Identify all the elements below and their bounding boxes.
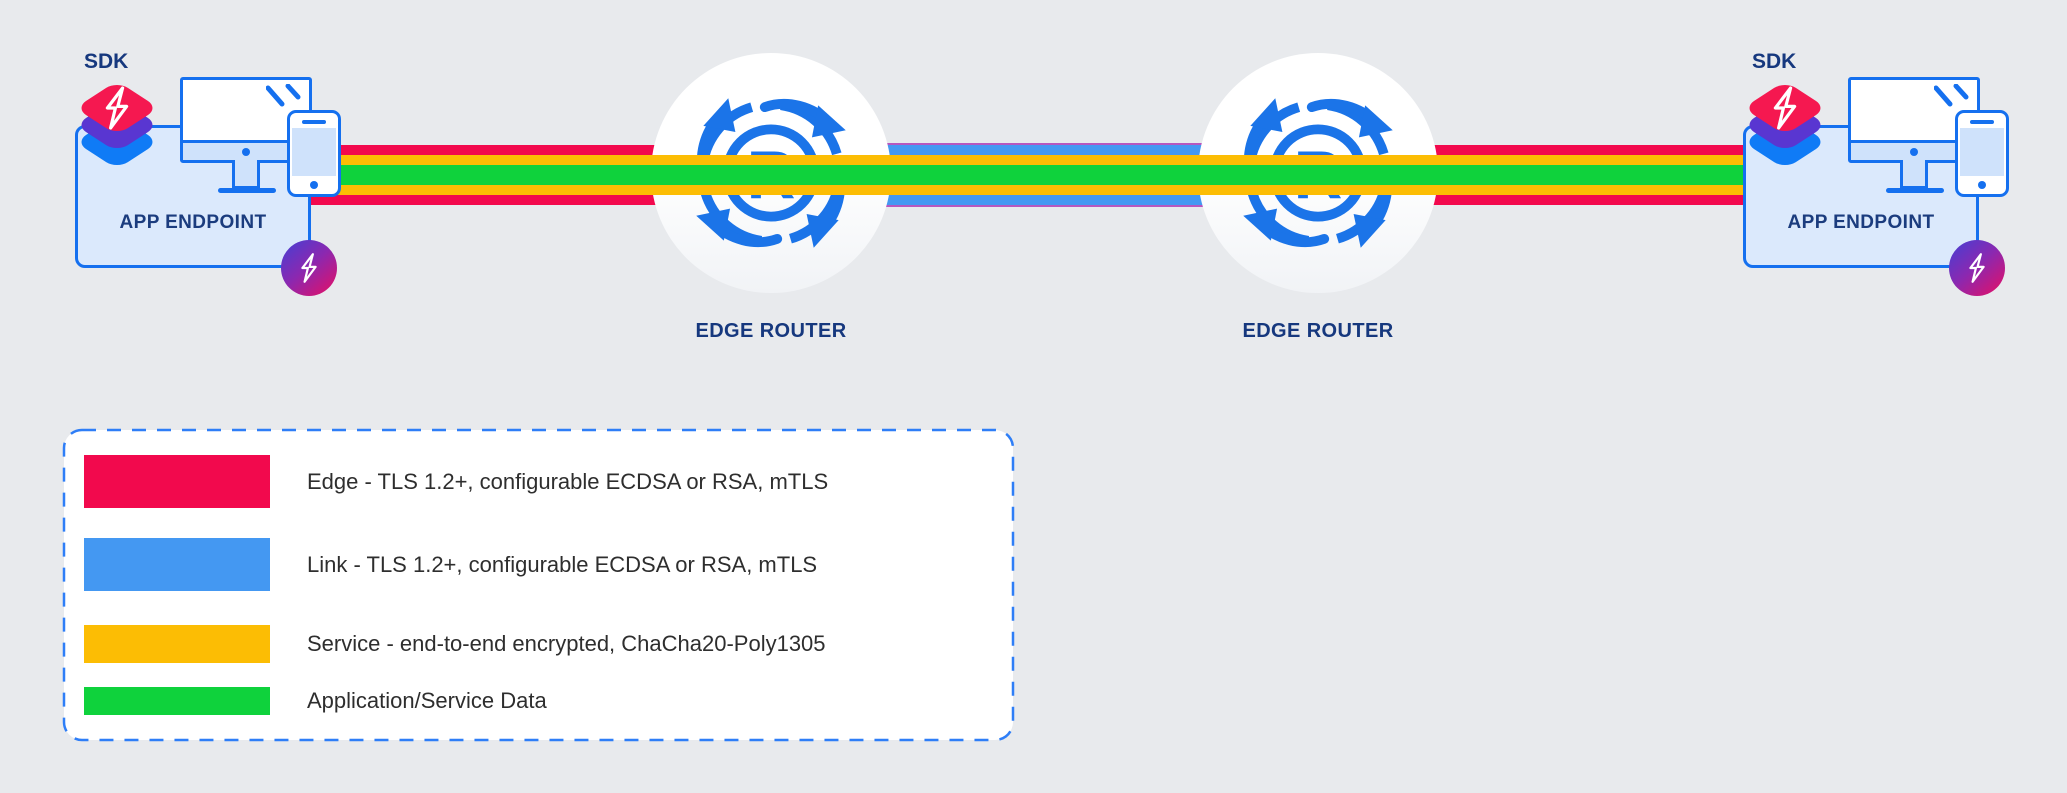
click-marks-icon [266, 84, 302, 110]
legend-label-link: Link - TLS 1.2+, configurable ECDSA or R… [307, 552, 818, 577]
monitor-bezel [183, 140, 309, 160]
legend-swatch-service [84, 625, 270, 663]
legend-label-data: Application/Service Data [307, 688, 547, 713]
legend-swatch-link [84, 538, 270, 591]
lightning-bolt-icon [1966, 252, 1988, 284]
monitor-stand [232, 160, 260, 189]
app-endpoint-left: SDK APP ENDPOINT [72, 40, 344, 320]
click-marks-icon [1934, 84, 1970, 110]
phone-icon [287, 110, 341, 197]
legend-dashed-border [62, 428, 1015, 742]
identity-badge-icon [1949, 240, 2005, 296]
sdk-stack-icon [75, 79, 159, 179]
legend: Edge - TLS 1.2+, configurable ECDSA or R… [62, 428, 1015, 742]
endpoint-label: APP ENDPOINT [1787, 212, 1935, 233]
phone-speaker [302, 120, 326, 124]
link-tls-band-top [771, 145, 1318, 155]
phone-speaker [1970, 120, 1994, 124]
legend-swatch-data [84, 687, 270, 715]
phone-screen [1960, 128, 2004, 176]
phone-home-button [310, 181, 318, 189]
edge-router-label-right: EDGE ROUTER [1242, 320, 1394, 342]
phone-home-button [1978, 181, 1986, 189]
sdk-label: SDK [84, 50, 129, 73]
legend-swatch-edge [84, 455, 270, 508]
app-endpoint-right: SDK APP ENDPOINT [1740, 40, 2012, 320]
monitor-bezel [1851, 140, 1977, 160]
lightning-bolt-icon [101, 85, 133, 131]
sdk-stack-icon [1743, 79, 1827, 179]
identity-badge-icon [281, 240, 337, 296]
monitor-base [218, 188, 276, 193]
phone-screen [292, 128, 336, 176]
service-encryption-band-bottom [306, 185, 1748, 195]
lightning-bolt-icon [298, 252, 320, 284]
edge-router-label-left: EDGE ROUTER [695, 320, 847, 342]
legend-label-edge: Edge - TLS 1.2+, configurable ECDSA or R… [307, 469, 829, 494]
legend-label-service: Service - end-to-end encrypted, ChaCha20… [307, 631, 826, 656]
monitor-base [1886, 188, 1944, 193]
link-tls-band-bottom [771, 195, 1318, 205]
lightning-bolt-icon [1769, 85, 1801, 131]
sdk-label: SDK [1752, 50, 1797, 73]
phone-icon [1955, 110, 2009, 197]
application-data-band [306, 165, 1748, 185]
endpoint-label: APP ENDPOINT [119, 212, 267, 233]
service-encryption-band-top [306, 155, 1748, 165]
monitor-stand [1900, 160, 1928, 189]
